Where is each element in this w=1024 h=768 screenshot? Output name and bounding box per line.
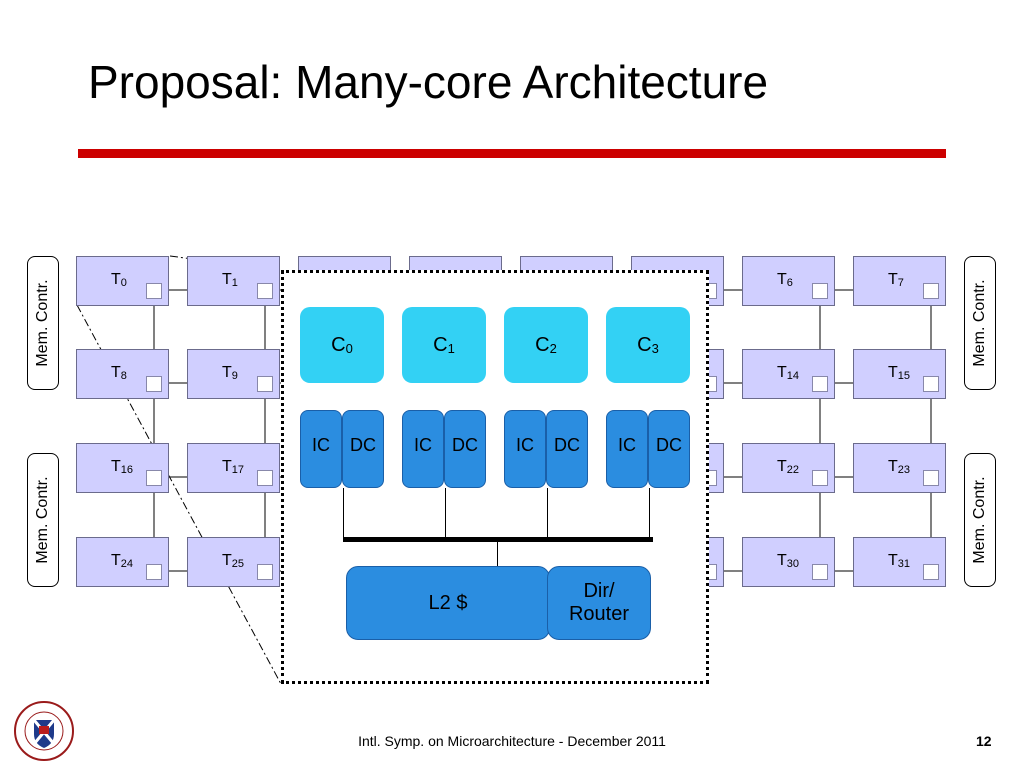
memory-controller: Mem. Contr.	[27, 256, 59, 390]
tile-index: 25	[231, 558, 245, 570]
tile-prefix: T	[222, 458, 232, 475]
tile-index: 6	[786, 277, 793, 289]
tile: T9	[187, 349, 280, 399]
router-port-icon	[257, 564, 273, 580]
cache-link	[547, 488, 548, 539]
tile-index: 22	[786, 464, 800, 476]
router-port-icon	[812, 470, 828, 486]
tile-index: 9	[231, 370, 238, 382]
instruction-cache: IC	[504, 410, 546, 488]
tile-index: 16	[120, 464, 134, 476]
directory-router: Dir/ Router	[547, 566, 651, 640]
router-port-icon	[812, 376, 828, 392]
router-port-icon	[812, 283, 828, 299]
tile-prefix: T	[111, 552, 121, 569]
page-number: 12	[976, 733, 992, 749]
router-port-icon	[923, 470, 939, 486]
footer-text: Intl. Symp. on Microarchitecture - Decem…	[358, 733, 666, 749]
tile-index: 8	[120, 370, 127, 382]
tile-prefix: T	[111, 364, 121, 381]
router-port-icon	[257, 470, 273, 486]
router-port-icon	[146, 376, 162, 392]
instruction-cache: IC	[606, 410, 648, 488]
tile-prefix: T	[222, 552, 232, 569]
tile: T31	[853, 537, 946, 587]
interconnect-bus	[343, 537, 653, 542]
data-cache: DC	[546, 410, 588, 488]
tile: T14	[742, 349, 835, 399]
tile-prefix: T	[777, 364, 787, 381]
tile: T6	[742, 256, 835, 306]
router-port-icon	[923, 376, 939, 392]
router-port-icon	[257, 283, 273, 299]
tile-prefix: T	[111, 271, 121, 288]
memory-controller: Mem. Contr.	[27, 453, 59, 587]
memory-controller: Mem. Contr.	[964, 453, 996, 587]
tile-prefix: T	[888, 552, 898, 569]
cache-link	[343, 488, 344, 539]
l2-link	[497, 542, 498, 566]
data-cache: DC	[444, 410, 486, 488]
cache-link	[445, 488, 446, 539]
tile-prefix: T	[111, 458, 121, 475]
tile: T30	[742, 537, 835, 587]
title-underline	[78, 149, 946, 158]
tile-prefix: T	[888, 458, 898, 475]
memory-controller: Mem. Contr.	[964, 256, 996, 390]
tile-index: 30	[786, 558, 800, 570]
tile-index: 7	[897, 277, 904, 289]
instruction-cache: IC	[300, 410, 342, 488]
tile: T23	[853, 443, 946, 493]
router-port-icon	[812, 564, 828, 580]
router-port-icon	[146, 564, 162, 580]
tile-prefix: T	[777, 458, 787, 475]
tile-index: 24	[120, 558, 134, 570]
tile-index: 14	[786, 370, 800, 382]
tile: T16	[76, 443, 169, 493]
router-port-icon	[257, 376, 273, 392]
tile-prefix: T	[777, 552, 787, 569]
tile: T0	[76, 256, 169, 306]
tile-index: 31	[897, 558, 911, 570]
tile-index: 15	[897, 370, 911, 382]
tile: T8	[76, 349, 169, 399]
tile: T25	[187, 537, 280, 587]
tile: T22	[742, 443, 835, 493]
tile-prefix: T	[777, 271, 787, 288]
tile: T7	[853, 256, 946, 306]
tile-index: 23	[897, 464, 911, 476]
data-cache: DC	[648, 410, 690, 488]
tile-prefix: T	[888, 271, 898, 288]
tile: T15	[853, 349, 946, 399]
data-cache: DC	[342, 410, 384, 488]
tile-prefix: T	[222, 271, 232, 288]
tile-index: 1	[231, 277, 238, 289]
tile-index: 0	[120, 277, 127, 289]
router-port-icon	[146, 470, 162, 486]
cache-link	[649, 488, 650, 539]
router-port-icon	[923, 283, 939, 299]
university-crest-icon	[14, 701, 74, 761]
router-port-icon	[923, 564, 939, 580]
l2-cache: L2 $	[346, 566, 550, 640]
tile: T24	[76, 537, 169, 587]
slide-title: Proposal: Many-core Architecture	[88, 56, 769, 108]
tile-index: 17	[231, 464, 245, 476]
tile-prefix: T	[888, 364, 898, 381]
tile: T1	[187, 256, 280, 306]
instruction-cache: IC	[402, 410, 444, 488]
tile: T17	[187, 443, 280, 493]
tile-prefix: T	[222, 364, 232, 381]
router-port-icon	[146, 283, 162, 299]
